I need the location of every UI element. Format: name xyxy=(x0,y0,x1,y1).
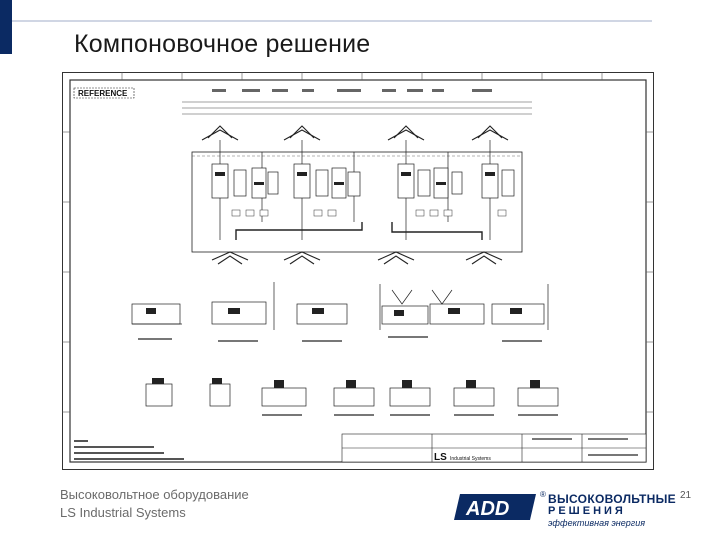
logo-tagline-2: РЕШЕНИЯ xyxy=(548,505,626,517)
footer-brand-line: LS Industrial Systems xyxy=(60,505,186,520)
reference-label: REFERENCE xyxy=(78,89,128,98)
header-rule xyxy=(12,0,652,21)
engineering-drawing: REFERENCE xyxy=(62,72,654,470)
header-accent-bar xyxy=(0,0,12,54)
footer-company-line: Высоковольтное оборудование xyxy=(60,487,249,502)
logo-tagline-1: ВЫСОКОВОЛЬТНЫЕ xyxy=(548,492,676,506)
page-number: 21 xyxy=(680,490,692,501)
registered-mark: ® xyxy=(540,490,546,499)
logo-tagline-3: эффективная энергия xyxy=(548,518,646,528)
slide-title: Компоновочное решение xyxy=(74,30,371,58)
header-rule-shadow xyxy=(12,20,652,22)
add-logo-mark: ADD xyxy=(454,494,536,520)
title-block-brand: LS xyxy=(434,452,447,463)
add-logo-text: ADD xyxy=(465,498,509,520)
title-block-company: Industrial Systems xyxy=(450,456,491,462)
